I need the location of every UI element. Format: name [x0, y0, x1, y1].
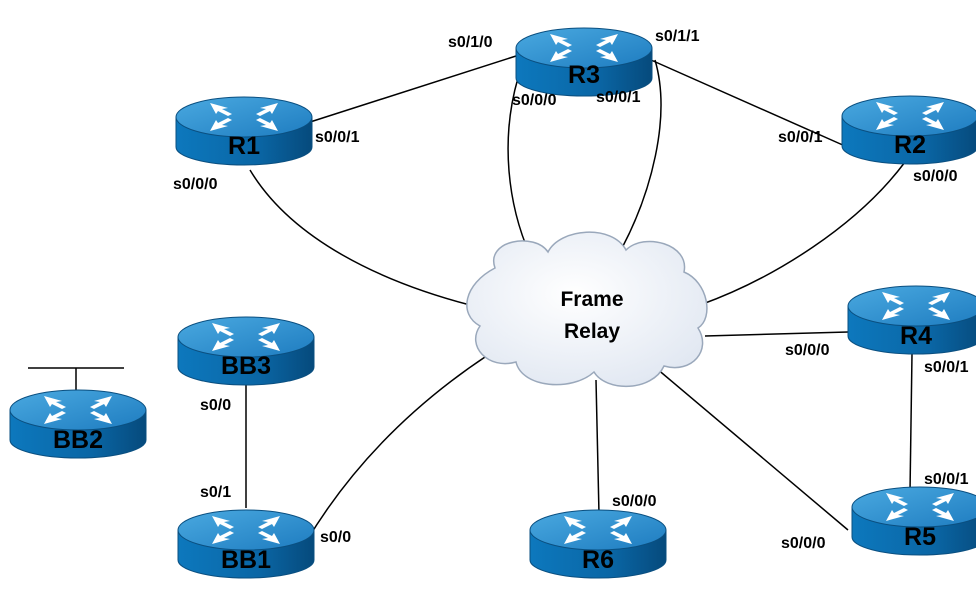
link-r1-r3: [306, 55, 517, 124]
link-r3-frame-relay-a: [507, 77, 531, 256]
label-bb1-s01: s0/1: [200, 484, 231, 501]
link-bb1-frame-relay: [305, 354, 489, 543]
label-r4-s000: s0/0/0: [785, 342, 830, 359]
link-r5-frame-relay: [655, 367, 849, 531]
cloud-label-line1: Frame: [560, 288, 623, 311]
router-r6[interactable]: R6: [529, 509, 667, 579]
router-r5[interactable]: R5: [851, 486, 976, 556]
links: [28, 55, 913, 543]
label-r5-s001: s0/0/1: [924, 471, 969, 488]
link-r4-r5: [909, 353, 913, 493]
router-label: R5: [904, 523, 936, 551]
router-label: BB2: [53, 426, 103, 454]
router-bb2[interactable]: BB2: [9, 389, 147, 459]
link-r2-frame-relay: [699, 161, 906, 306]
label-r6-s000: s0/0/0: [612, 493, 657, 510]
router-label: R4: [900, 322, 932, 350]
label-r5-s000: s0/0/0: [781, 535, 826, 552]
label-r1-s000: s0/0/0: [173, 176, 218, 193]
label-bb1-s00: s0/0: [320, 529, 351, 546]
router-label: R1: [228, 132, 260, 160]
label-r1-s001: s0/0/1: [315, 129, 360, 146]
router-label: BB1: [221, 546, 271, 574]
label-r3-s010: s0/1/0: [448, 34, 493, 51]
router-label: BB3: [221, 352, 271, 380]
label-bb3-s00: s0/0: [200, 397, 231, 414]
router-bb1[interactable]: BB1: [177, 509, 315, 579]
router-r4[interactable]: R4: [847, 285, 976, 355]
link-r3-r2: [641, 55, 846, 147]
link-r3-frame-relay-b: [621, 59, 662, 249]
label-r3-s011: s0/1/1: [655, 28, 700, 45]
link-r6-frame-relay: [595, 379, 600, 515]
label-r3-s001: s0/0/1: [596, 89, 641, 106]
frame-relay-cloud: Frame Relay: [466, 231, 708, 387]
router-bb3[interactable]: BB3: [177, 316, 315, 386]
link-r1-frame-relay: [249, 169, 471, 306]
cloud-label-line2: Relay: [564, 320, 620, 343]
router-label: R2: [894, 131, 926, 159]
label-r2-s000: s0/0/0: [913, 168, 958, 185]
router-r2[interactable]: R2: [841, 95, 976, 165]
router-r3[interactable]: R3: [515, 27, 653, 97]
router-label: R6: [582, 546, 614, 574]
router-r1[interactable]: R1: [175, 96, 313, 166]
label-r4-s001: s0/0/1: [924, 359, 969, 376]
link-r4-frame-relay: [704, 331, 849, 337]
label-r2-s001: s0/0/1: [778, 129, 823, 146]
label-r3-s000: s0/0/0: [512, 92, 557, 109]
interface-labels: s0/1/0 s0/1/1 s0/0/0 s0/0/1 s0/0/1 s0/0/…: [173, 28, 969, 552]
router-label: R3: [568, 61, 600, 89]
